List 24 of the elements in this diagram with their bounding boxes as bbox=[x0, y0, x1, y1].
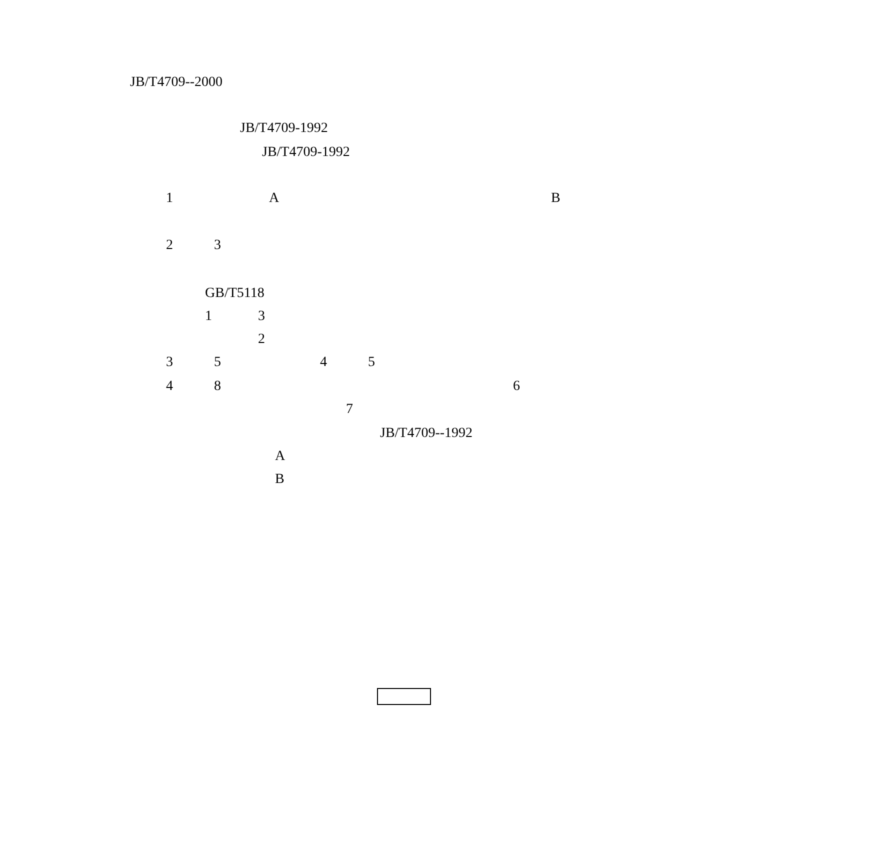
list-marker: 8 bbox=[214, 379, 221, 395]
list-marker: 3 bbox=[258, 309, 265, 325]
list-marker: 3 bbox=[166, 355, 173, 371]
list-marker: 5 bbox=[214, 355, 221, 371]
list-marker: A bbox=[275, 449, 286, 465]
standard-code: JB/T4709--1992 bbox=[380, 426, 473, 442]
list-marker: B bbox=[551, 191, 560, 207]
list-marker: 1 bbox=[166, 191, 173, 207]
standard-code: JB/T4709--2000 bbox=[130, 75, 223, 91]
empty-box bbox=[377, 688, 431, 705]
list-marker: 3 bbox=[214, 238, 221, 254]
standard-code: JB/T4709-1992 bbox=[240, 121, 328, 137]
list-marker: B bbox=[275, 472, 284, 488]
list-marker: A bbox=[269, 191, 280, 207]
list-marker: 1 bbox=[205, 309, 212, 325]
list-marker: 4 bbox=[166, 379, 173, 395]
standard-code: JB/T4709-1992 bbox=[262, 145, 350, 161]
standard-code: GB/T5118 bbox=[205, 286, 264, 302]
list-marker: 2 bbox=[166, 238, 173, 254]
list-marker: 6 bbox=[513, 379, 520, 395]
list-marker: 5 bbox=[368, 355, 375, 371]
list-marker: 4 bbox=[320, 355, 327, 371]
list-marker: 2 bbox=[258, 332, 265, 348]
list-marker: 7 bbox=[346, 402, 353, 418]
